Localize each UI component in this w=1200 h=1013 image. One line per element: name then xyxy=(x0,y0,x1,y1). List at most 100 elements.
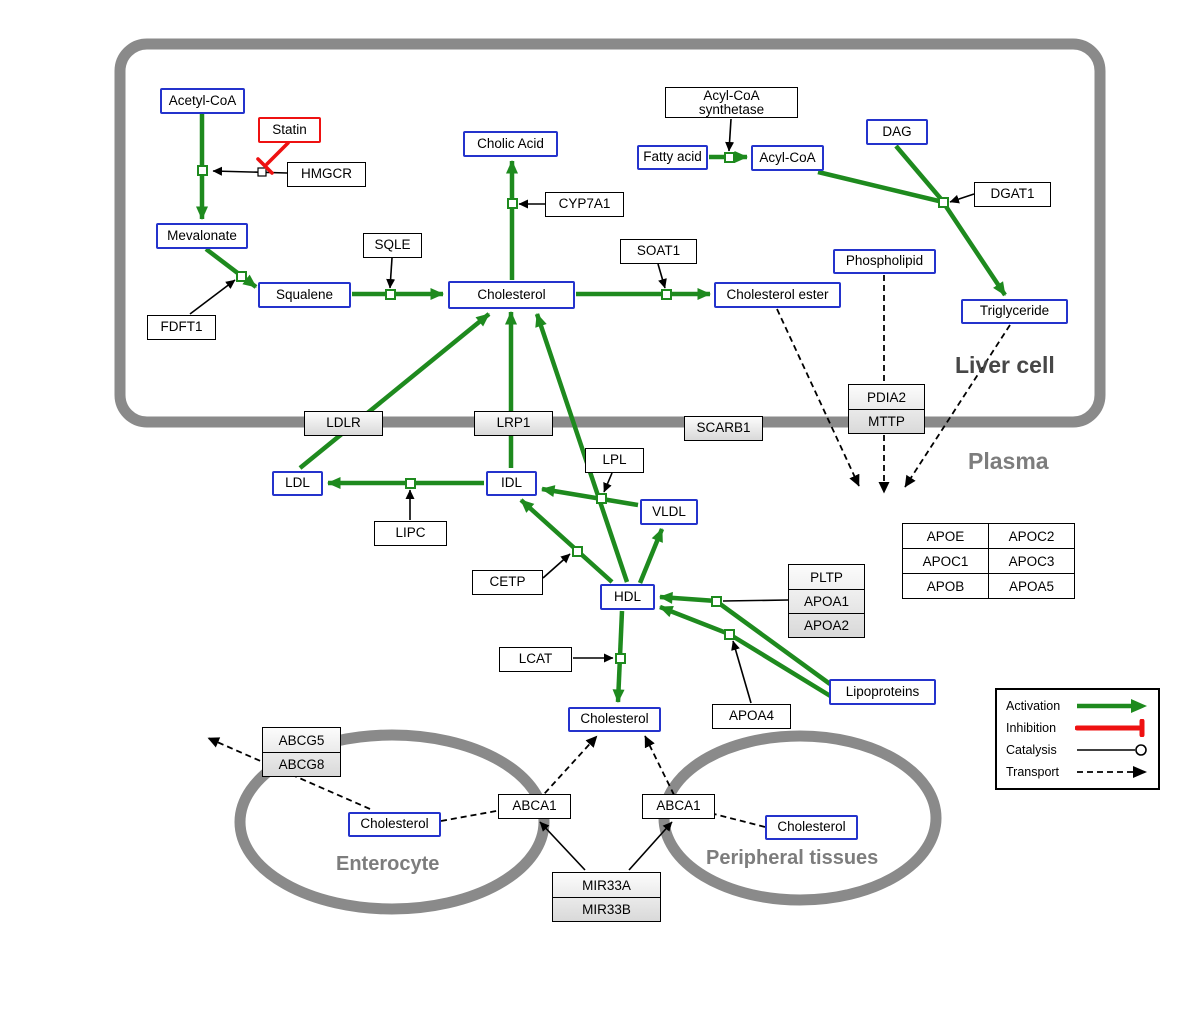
node-triglyceride[interactable]: Triglyceride xyxy=(961,299,1068,324)
legend-row-inhibition: Inhibition xyxy=(1006,719,1149,737)
node-apoc1[interactable]: APOC1 xyxy=(903,549,989,574)
legend-transport-label: Transport xyxy=(1006,765,1060,779)
node-pltp[interactable]: PLTP xyxy=(810,569,843,585)
node-statin[interactable]: Statin xyxy=(258,117,321,143)
edge-apoa4-catalysis xyxy=(731,640,752,704)
node-dag[interactable]: DAG xyxy=(866,119,928,145)
inhibition-tbar-icon xyxy=(1075,719,1145,737)
edge-mir33-abca1-left xyxy=(539,821,586,871)
node-cholesterol-enterocyte[interactable]: Cholesterol xyxy=(348,812,441,837)
node-apoc2[interactable]: APOC2 xyxy=(989,524,1075,549)
edge-dag-junction xyxy=(894,144,943,201)
edge-peripheral-abca1-efflux xyxy=(644,735,766,828)
edge-hmgcr-catalysis xyxy=(212,166,288,176)
peripheral-tissues-label: Peripheral tissues xyxy=(706,847,879,869)
node-cholesterol-peripheral[interactable]: Cholesterol xyxy=(765,815,858,840)
node-fatty-acid[interactable]: Fatty acid xyxy=(637,145,708,170)
abcg-stack: ABCG5 ABCG8 xyxy=(262,727,341,777)
node-acyl-coa[interactable]: Acyl-CoA xyxy=(751,145,824,171)
activation-arrow-icon xyxy=(1077,699,1147,713)
legend-inhibition-label: Inhibition xyxy=(1006,721,1057,735)
node-mttp[interactable]: MTTP xyxy=(849,409,924,433)
edge-hdl-liver-cholesterol xyxy=(534,313,630,583)
mir33-stack: MIR33A MIR33B xyxy=(552,872,661,922)
node-cholesterol-liver[interactable]: Cholesterol xyxy=(448,281,575,309)
edge-lpl-catalysis xyxy=(603,472,613,493)
edge-mir33-abca1-right xyxy=(628,821,673,871)
edge-acylcoa-synthetase-catalysis xyxy=(725,118,735,152)
node-ldlr[interactable]: LDLR xyxy=(304,411,383,436)
node-cyp7a1[interactable]: CYP7A1 xyxy=(545,192,624,217)
node-ldl[interactable]: LDL xyxy=(272,471,323,496)
node-lcat[interactable]: LCAT xyxy=(499,647,572,672)
node-fdft1[interactable]: FDFT1 xyxy=(147,315,216,340)
legend-catalysis-label: Catalysis xyxy=(1006,743,1057,757)
liver-cell-membrane xyxy=(114,38,1106,428)
node-idl[interactable]: IDL xyxy=(486,471,537,496)
enterocyte-label: Enterocyte xyxy=(336,853,440,875)
edge-ldl-cholesterol xyxy=(298,312,491,470)
edge-hdl-idl xyxy=(519,498,614,584)
node-acyl-coa-synthetase-label: Acyl-CoA synthetase xyxy=(698,87,765,117)
node-abcg5[interactable]: ABCG5 xyxy=(278,732,325,748)
node-apoa2[interactable]: APOA2 xyxy=(789,613,864,637)
edge-mevalonate-squalene xyxy=(204,247,258,289)
node-apoa5[interactable]: APOA5 xyxy=(989,574,1075,599)
activation-edges xyxy=(196,113,1007,703)
node-scarb1[interactable]: SCARB1 xyxy=(684,416,763,441)
node-apoa4[interactable]: APOA4 xyxy=(712,704,791,729)
transport-dashed-arrow-icon xyxy=(1077,766,1147,778)
legend-activation-label: Activation xyxy=(1006,699,1061,713)
edge-dgat1-catalysis xyxy=(949,193,975,204)
catalysis-edges xyxy=(189,118,975,871)
node-acetyl-coa[interactable]: Acetyl-CoA xyxy=(160,88,245,114)
node-cholic-acid[interactable]: Cholic Acid xyxy=(463,131,558,157)
node-apoa1[interactable]: APOA1 xyxy=(789,589,864,613)
node-apoc3[interactable]: APOC3 xyxy=(989,549,1075,574)
pltp-apoa-stack: PLTP APOA1 APOA2 xyxy=(788,564,865,638)
inhibition-edge xyxy=(256,141,290,175)
node-phospholipid[interactable]: Phospholipid xyxy=(833,249,936,274)
edge-fdft1-catalysis xyxy=(189,279,236,315)
node-lipc[interactable]: LIPC xyxy=(374,521,447,546)
node-mevalonate[interactable]: Mevalonate xyxy=(156,223,248,249)
node-apoe[interactable]: APOE xyxy=(903,524,989,549)
legend-row-activation: Activation xyxy=(1006,697,1149,715)
node-dgat1[interactable]: DGAT1 xyxy=(974,182,1051,207)
node-hdl[interactable]: HDL xyxy=(600,584,655,610)
edge-vldl-idl xyxy=(541,485,639,508)
edge-cetp-catalysis xyxy=(542,553,571,579)
edge-sqle-catalysis xyxy=(386,257,396,289)
node-mir33a[interactable]: MIR33A xyxy=(582,877,631,893)
plasma-label: Plasma xyxy=(968,448,1049,474)
node-cetp[interactable]: CETP xyxy=(472,570,543,595)
edge-soat1-catalysis xyxy=(657,263,667,289)
catalysis-circle-icon xyxy=(1077,744,1147,756)
node-acyl-coa-synthetase[interactable]: Acyl-CoA synthetase xyxy=(665,87,798,118)
node-pdia2[interactable]: PDIA2 xyxy=(866,389,907,405)
node-lpl[interactable]: LPL xyxy=(585,448,644,473)
node-lipoproteins[interactable]: Lipoproteins xyxy=(829,679,936,705)
node-soat1[interactable]: SOAT1 xyxy=(620,239,697,264)
node-hmgcr[interactable]: HMGCR xyxy=(287,162,366,187)
node-abca1-peripheral[interactable]: ABCA1 xyxy=(642,794,715,819)
node-squalene[interactable]: Squalene xyxy=(258,282,351,308)
apolipoprotein-table: APOE APOC2 APOC1 APOC3 APOB APOA5 xyxy=(902,523,1075,599)
node-abcg8[interactable]: ABCG8 xyxy=(263,752,340,776)
edge-triglyceride-secretion xyxy=(904,324,1011,488)
node-vldl[interactable]: VLDL xyxy=(640,499,698,525)
node-mir33b[interactable]: MIR33B xyxy=(553,897,660,921)
legend-row-transport: Transport xyxy=(1006,763,1149,781)
edge-cholesterol-ester-secretion xyxy=(776,308,860,487)
legend: Activation Inhibition Catalysis Transpor… xyxy=(995,688,1160,790)
node-cholesterol-plasma[interactable]: Cholesterol xyxy=(568,707,661,732)
node-abca1-enterocyte[interactable]: ABCA1 xyxy=(498,794,571,819)
node-lrp1[interactable]: LRP1 xyxy=(474,411,553,436)
node-apob[interactable]: APOB xyxy=(903,574,989,599)
legend-row-catalysis: Catalysis xyxy=(1006,741,1149,759)
node-sqle[interactable]: SQLE xyxy=(363,233,422,258)
node-cholesterol-ester[interactable]: Cholesterol ester xyxy=(714,282,841,308)
edge-hdl-vldl xyxy=(637,528,665,584)
